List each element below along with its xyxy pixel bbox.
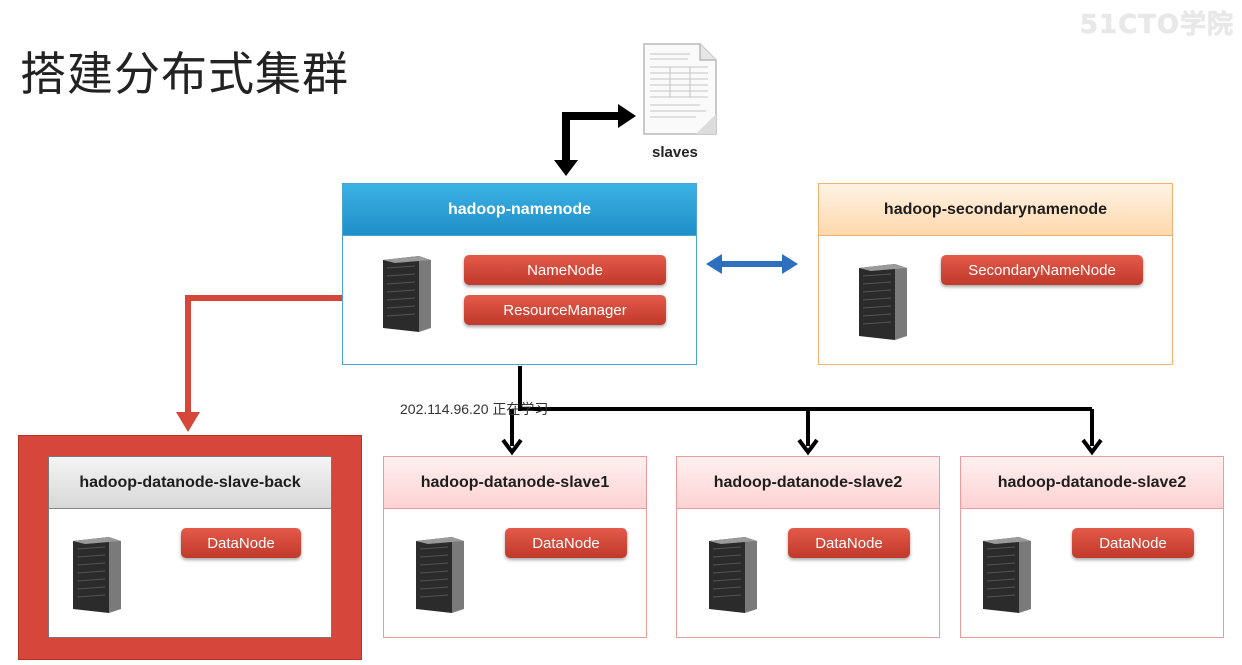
datanode-slave1-box: hadoop-datanode-slave1 DataNode — [383, 456, 647, 638]
slaves-arrow-down-head — [554, 160, 578, 176]
service-namenode: NameNode — [464, 255, 666, 285]
service-datanode: DataNode — [788, 528, 910, 558]
service-resourcemanager: ResourceManager — [464, 295, 666, 325]
watermark-logo: 51CTO学院 — [1079, 10, 1234, 40]
sync-arrow-right-head — [782, 254, 798, 274]
server-tower-icon — [859, 264, 907, 340]
secondary-namenode-box: hadoop-secondarynamenode SecondaryNameNo… — [818, 183, 1173, 365]
service-datanode: DataNode — [1072, 528, 1194, 558]
sync-arrow-left-head — [706, 254, 722, 274]
backup-arrow-head — [176, 412, 200, 432]
slaves-label: slaves — [652, 144, 698, 161]
slaves-arrow-right-head — [618, 104, 636, 128]
backup-arrow — [185, 295, 342, 420]
datanode-slave2-title: hadoop-datanode-slave2 — [677, 457, 939, 509]
datanode-slave1-title: hadoop-datanode-slave1 — [384, 457, 646, 509]
datanode-slave2-box: hadoop-datanode-slave2 DataNode — [676, 456, 940, 638]
viewer-overlay-text: 202.114.96.20 正在学习 — [400, 401, 549, 417]
server-tower-icon — [709, 537, 757, 613]
document-icon — [643, 43, 717, 135]
datanode-slave2b-box: hadoop-datanode-slave2 DataNode — [960, 456, 1224, 638]
page-title: 搭建分布式集群 — [20, 47, 349, 101]
namenode-title: hadoop-namenode — [343, 184, 696, 236]
slaves-feed-arrow — [562, 112, 620, 165]
server-tower-icon — [416, 537, 464, 613]
datanode-backup-title: hadoop-datanode-slave-back — [49, 457, 331, 509]
datanode-backup-box: hadoop-datanode-slave-back DataNode — [48, 456, 332, 638]
service-datanode: DataNode — [181, 528, 301, 558]
datanode-trunk — [518, 366, 1092, 411]
server-tower-icon — [383, 256, 431, 332]
secondary-namenode-title: hadoop-secondarynamenode — [819, 184, 1172, 236]
service-secondarynamenode: SecondaryNameNode — [941, 255, 1143, 285]
namenode-box: hadoop-namenode NameNode ResourceManager — [342, 183, 697, 365]
server-tower-icon — [983, 537, 1031, 613]
server-tower-icon — [73, 537, 121, 613]
service-datanode: DataNode — [505, 528, 627, 558]
datanode-slave2b-title: hadoop-datanode-slave2 — [961, 457, 1223, 509]
